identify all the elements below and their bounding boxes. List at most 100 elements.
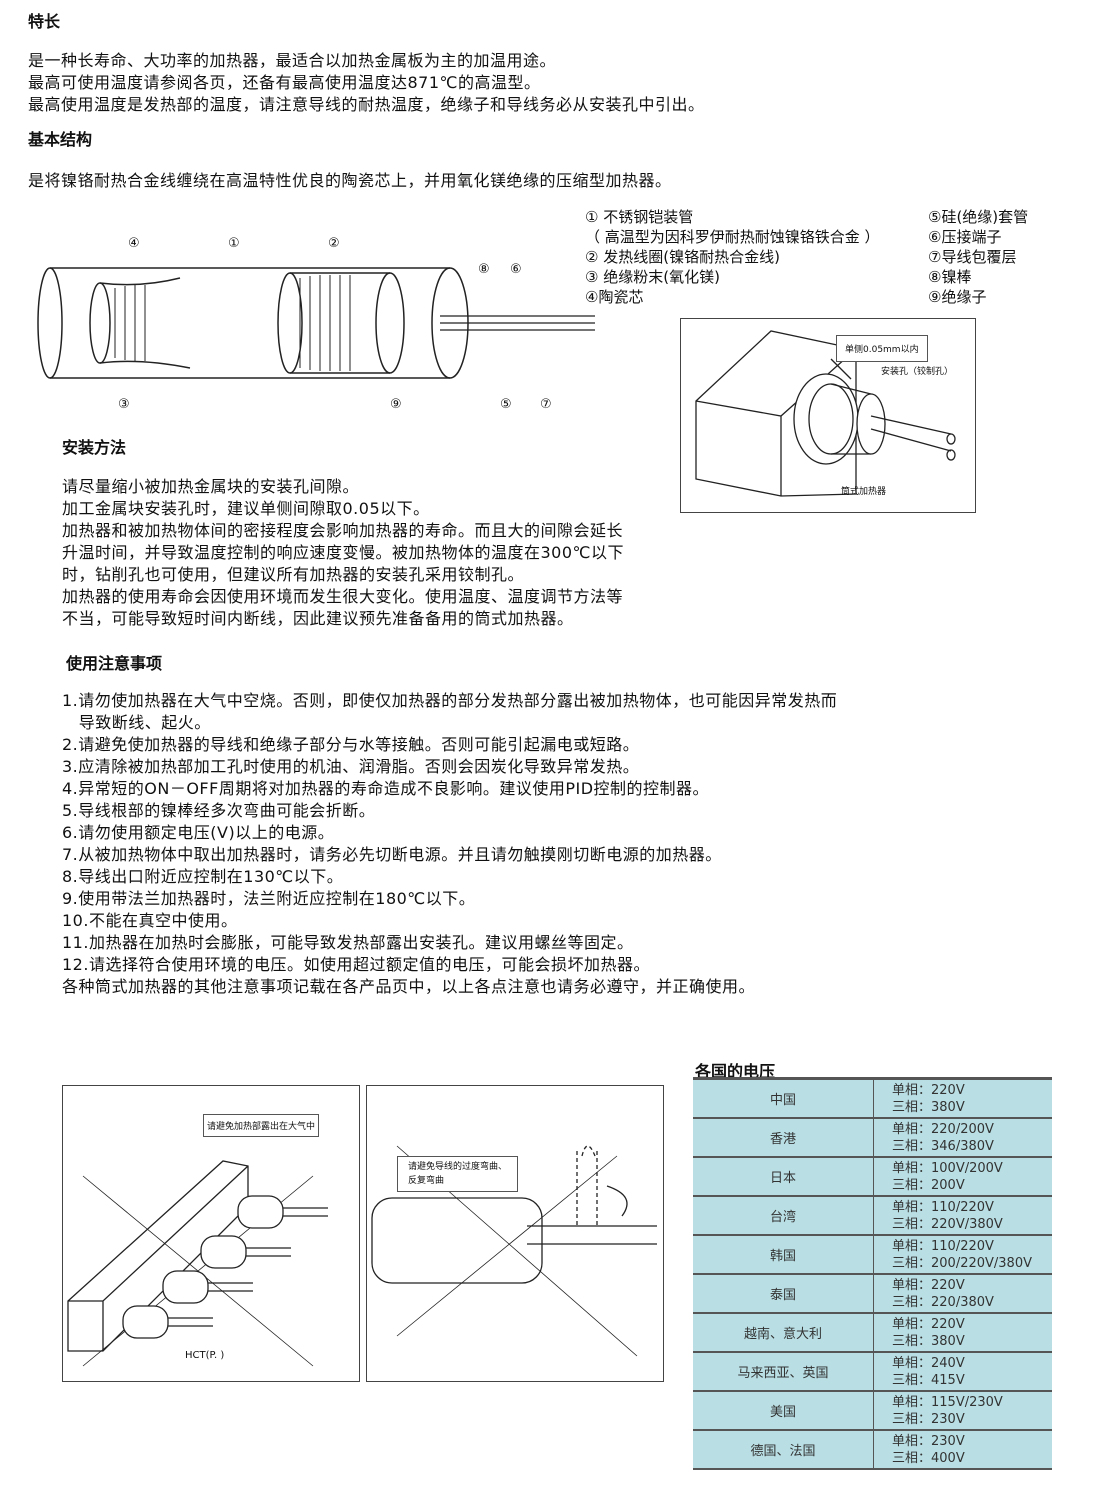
features-title: 特长 <box>28 12 61 31</box>
features-text: 是一种长寿命、大功率的加热器，最适合以加热金属板为主的加温用途。 最高可使用温度… <box>28 50 705 116</box>
country-cell: 美国 <box>693 1391 874 1431</box>
text-line: 不当，可能导致短时间内断线，因此建议预先准备备用的筒式加热器。 <box>62 609 574 628</box>
single-phase: 单相：220/200V <box>892 1121 994 1137</box>
cautions-title: 使用注意事项 <box>66 654 163 673</box>
voltage-table-title: 各国的电压 <box>695 1062 776 1081</box>
marker-6: ⑥ <box>510 262 522 277</box>
legend-item: ⑨绝缘子 <box>928 288 987 306</box>
heater-structure-diagram <box>37 267 595 379</box>
text-line: 时，钻削孔也可使用，但建议所有加热器的安装孔采用铰制孔。 <box>62 565 525 584</box>
caution-item: 各种筒式加热器的其他注意事项记载在各产品页中，以上各点注意也请务必遵守，并正确使… <box>62 977 756 996</box>
three-phase: 三相：200/220V/380V <box>892 1255 1032 1271</box>
installation-text: 请尽量缩小被加热金属块的安装孔间隙。 加工金属块安装孔时，建议单侧间隙取0.05… <box>62 476 624 630</box>
caution-item: 6.请勿使用额定电压(V)以上的电源。 <box>62 823 335 842</box>
caution-item: 3.应清除被加热部加工孔时使用的机油、润滑脂。否则会因炭化导致异常发热。 <box>62 757 640 776</box>
structure-title: 基本结构 <box>28 130 93 149</box>
marker-8: ⑧ <box>478 262 490 277</box>
legend-item: ① 不锈钢铠装管 <box>585 208 694 226</box>
heater-label: 筒式加热器 <box>841 487 887 497</box>
marker-5: ⑤ <box>500 397 512 412</box>
three-phase: 三相：346/380V <box>892 1138 994 1154</box>
three-phase: 三相：200V <box>892 1177 965 1193</box>
single-phase: 单相：110/220V <box>892 1238 994 1254</box>
marker-1: ① <box>228 236 240 251</box>
bending-warning-figure: 请避免导线的过度弯曲、 反复弯曲 <box>366 1085 664 1382</box>
bending-label-line: 反复弯曲 <box>408 1176 445 1186</box>
marker-9: ⑨ <box>390 397 402 412</box>
three-phase: 三相：400V <box>892 1450 965 1466</box>
country-cell: 德国、法国 <box>693 1430 874 1470</box>
model-tag: HCT(P. ) <box>185 1350 225 1361</box>
legend-item: ⑥压接端子 <box>928 228 1002 246</box>
exposure-warning-figure: 请避免加热部露出在大气中 HCT(P. ) <box>62 1085 360 1382</box>
single-phase: 单相：240V <box>892 1355 965 1371</box>
country-cell: 马来西亚、英国 <box>693 1352 874 1392</box>
caution-item: 导致断线、起火。 <box>62 713 211 732</box>
single-phase: 单相：230V <box>892 1433 965 1449</box>
structure-text: 是将镍铬耐热合金线缠绕在高温特性优良的陶瓷芯上，并用氧化镁绝缘的压缩型加热器。 <box>28 171 672 190</box>
text-line: 加热器的使用寿命会因使用环境而发生很大变化。使用温度、温度调节方法等 <box>62 587 624 606</box>
three-phase: 三相：220/380V <box>892 1294 994 1310</box>
gap-label: 单侧0.05mm以内 <box>836 335 928 362</box>
text-line: 升温时间，并导致温度控制的响应速度变慢。被加热物体的温度在300℃以下 <box>62 543 625 562</box>
single-phase: 单相：220V <box>892 1316 965 1332</box>
text-line: 是一种长寿命、大功率的加热器，最适合以加热金属板为主的加温用途。 <box>28 51 557 70</box>
exposure-label: 请避免加热部露出在大气中 <box>203 1114 320 1137</box>
legend-item: （ 高温型为因科罗伊耐热耐蚀镍铬铁合金 ） <box>585 228 880 246</box>
caution-item: 1.请勿使加热器在大气中空烧。否则，即使仅加热器的部分发热部分露出被加热物体，也… <box>62 691 838 710</box>
three-phase: 三相：230V <box>892 1411 965 1427</box>
single-phase: 单相：110/220V <box>892 1199 994 1215</box>
legend-right: ⑤硅(绝缘)套管 ⑥压接端子 ⑦导线包覆层 ⑧镍棒 ⑨绝缘子 <box>928 207 1028 307</box>
text-line: 请尽量缩小被加热金属块的安装孔间隙。 <box>62 477 360 496</box>
country-cell: 台湾 <box>693 1196 874 1236</box>
single-phase: 单相：220V <box>892 1082 965 1098</box>
single-phase: 单相：220V <box>892 1277 965 1293</box>
text-line: 最高可使用温度请参阅各页，还备有最高使用温度达871℃的高温型。 <box>28 73 541 92</box>
legend-item: ④陶瓷芯 <box>585 288 644 306</box>
bending-label: 请避免导线的过度弯曲、 反复弯曲 <box>397 1156 519 1192</box>
three-phase: 三相：415V <box>892 1372 965 1388</box>
caution-item: 8.导线出口附近应控制在130℃以下。 <box>62 867 344 886</box>
caution-item: 7.从被加热物体中取出加热器时，请务必先切断电源。并且请勿触摸刚切断电源的加热器… <box>62 845 722 864</box>
caution-item: 12.请选择符合使用环境的电压。如使用超过额定值的电压，可能会损坏加热器。 <box>62 955 650 974</box>
three-phase: 三相：220V/380V <box>892 1216 1003 1232</box>
text-line: 加工金属块安装孔时，建议单侧间隙取0.05以下。 <box>62 499 430 518</box>
installation-title: 安装方法 <box>62 438 127 457</box>
three-phase: 三相：380V <box>892 1099 965 1115</box>
text-line: 最高使用温度是发热部的温度，请注意导线的耐热温度，绝缘子和导线务必从安装孔中引出… <box>28 95 705 114</box>
caution-item: 9.使用带法兰加热器时，法兰附近应控制在180℃以下。 <box>62 889 476 908</box>
single-phase: 单相：100V/200V <box>892 1160 1003 1176</box>
caution-item: 10.不能在真空中使用。 <box>62 911 238 930</box>
legend-item: ⑧镍棒 <box>928 268 972 286</box>
cautions-list: 1.请勿使加热器在大气中空烧。否则，即使仅加热器的部分发热部分露出被加热物体，也… <box>62 690 837 998</box>
marker-2: ② <box>328 236 340 251</box>
legend-item: ⑤硅(绝缘)套管 <box>928 208 1029 226</box>
legend-item: ② 发热线圈(镍铬耐热合金线) <box>585 248 780 266</box>
caution-item: 2.请避免使加热器的导线和绝缘子部分与水等接触。否则可能引起漏电或短路。 <box>62 735 640 754</box>
marker-4: ④ <box>128 236 140 251</box>
three-phase: 三相：380V <box>892 1333 965 1349</box>
install-figure: 单侧0.05mm以内 安装孔（铰制孔） 筒式加热器 <box>680 318 976 513</box>
country-cell: 韩国 <box>693 1235 874 1275</box>
caution-item: 4.异常短的ON－OFF周期将对加热器的寿命造成不良影响。建议使用PID控制的控… <box>62 779 710 798</box>
marker-7: ⑦ <box>540 397 552 412</box>
